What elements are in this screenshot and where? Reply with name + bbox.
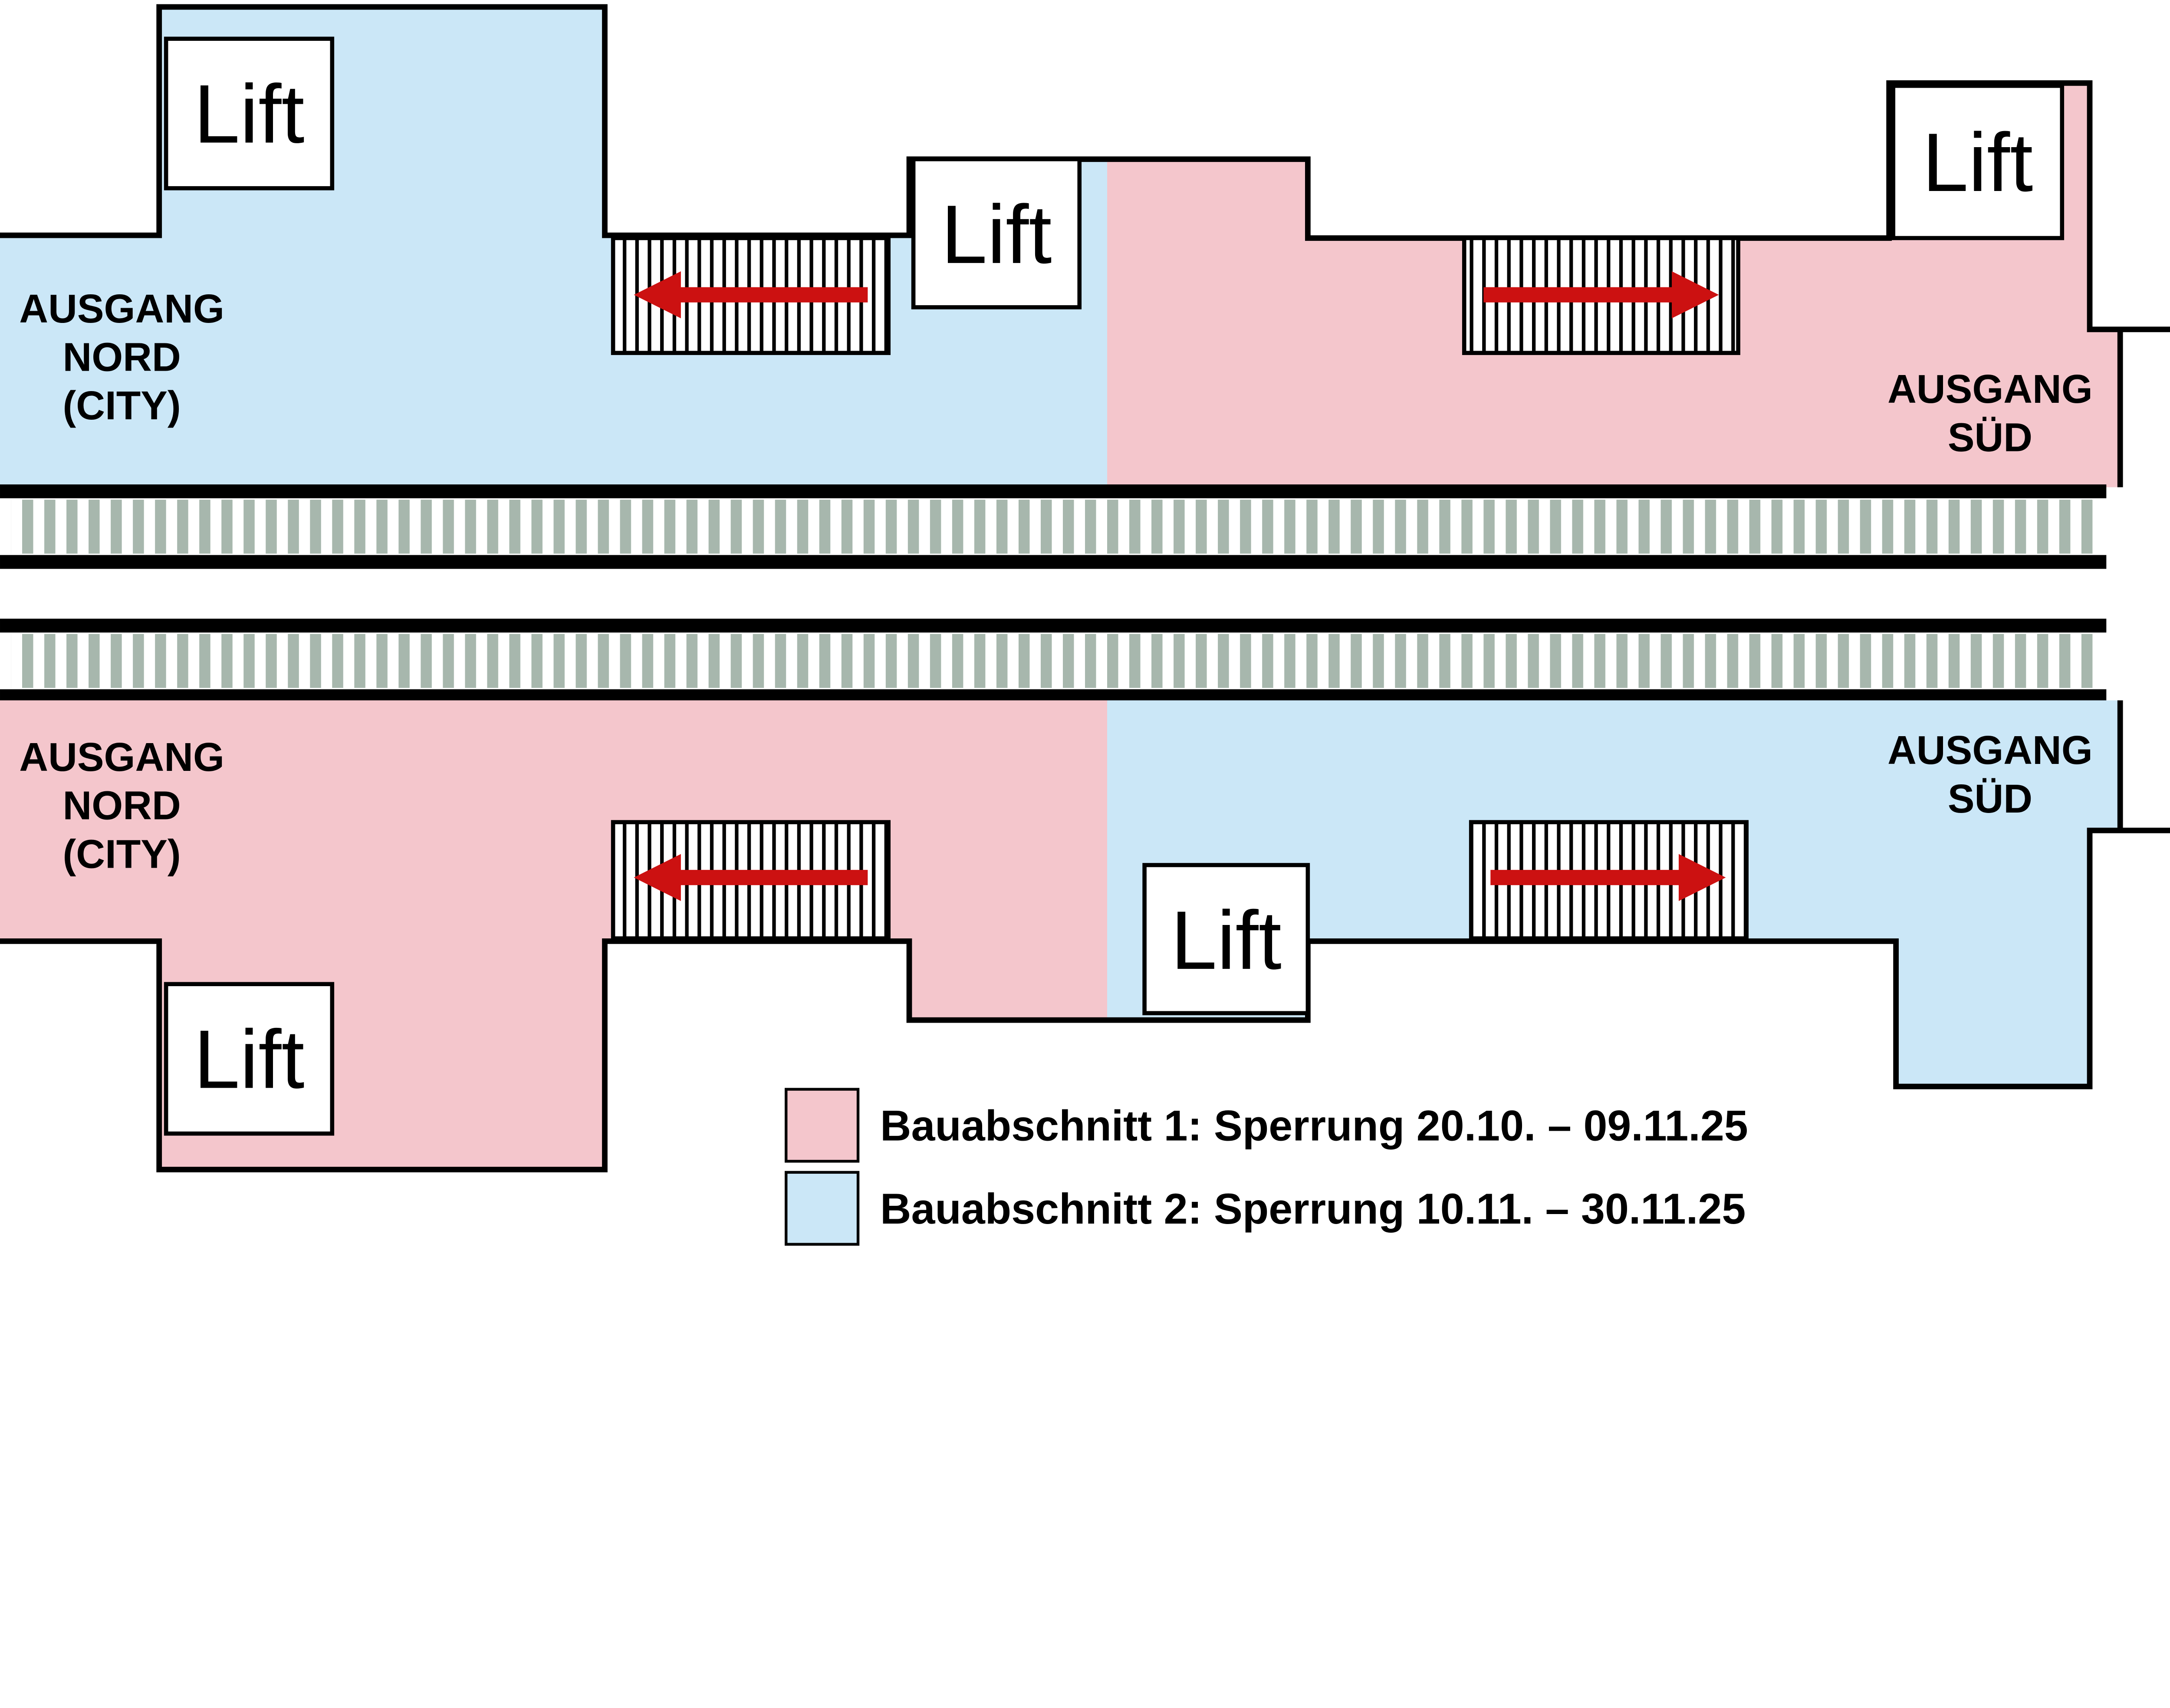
exit-north-label-top: AUSGANG NORD (CITY) [19,286,224,428]
exit-north-line1: AUSGANG [19,734,224,780]
exit-south-line2: SÜD [1948,415,2032,460]
exit-south-label-bottom: AUSGANG SÜD [1887,727,2093,821]
arrow-left-icon [634,271,868,319]
exit-north-line2: NORD [62,335,181,380]
track2-rail-top [0,619,2107,633]
exit-south-label-top: AUSGANG SÜD [1887,366,2093,460]
exit-north-line3: (CITY) [63,831,181,876]
legend-label-zone1: Bauabschnitt 1: Sperrung 20.10. – 09.11.… [880,1102,1748,1150]
lift-box-bottom-middle: Lift [1142,863,1310,1015]
exit-north-line2: NORD [62,783,181,828]
arrow-right-icon [1483,271,1719,319]
legend-label-zone2: Bauabschnitt 2: Sperrung 10.11. – 30.11.… [880,1185,1746,1233]
exit-south-line2: SÜD [1948,776,2032,821]
track1-ties [11,500,2097,554]
top-platform-outline [0,4,2170,332]
arrow-left-icon [634,854,868,901]
lift-label: Lift [1922,116,2033,209]
exit-south-line1: AUSGANG [1887,727,2093,773]
track1-rail-bottom [0,555,2107,569]
arrow-right-icon [1490,854,1726,901]
exit-north-label-bottom: AUSGANG NORD (CITY) [19,734,224,876]
exit-north-line1: AUSGANG [19,286,224,331]
top-platform: Lift Lift Lift AUSGANG NORD (CITY) AUSGA… [0,4,2170,487]
legend: Bauabschnitt 1: Sperrung 20.10. – 09.11.… [785,1088,1748,1246]
track1-rail-top [0,484,2107,498]
exit-south-line1: AUSGANG [1887,366,2093,411]
lift-label: Lift [941,188,1052,281]
lift-box-top-middle: Lift [911,157,1082,309]
exit-north-line3: (CITY) [63,383,181,428]
lift-box-top-right: Lift [1891,83,2065,240]
bottom-platform: Lift Lift AUSGANG NORD (CITY) AUSGANG SÜ… [0,700,2170,1172]
lift-box-top-left: Lift [164,36,335,191]
railway-tracks [0,484,2107,703]
track2-ties [11,634,2097,688]
lift-label: Lift [1171,894,1282,987]
bottom-platform-outline [0,827,2170,1172]
lift-label: Lift [194,1013,304,1106]
station-construction-diagram: Lift Lift Lift AUSGANG NORD (CITY) AUSGA… [0,4,2170,1246]
legend-swatch-zone2 [785,1171,860,1246]
lift-box-bottom-left: Lift [164,982,335,1136]
legend-swatch-zone1 [785,1088,860,1163]
lift-label: Lift [194,67,304,160]
